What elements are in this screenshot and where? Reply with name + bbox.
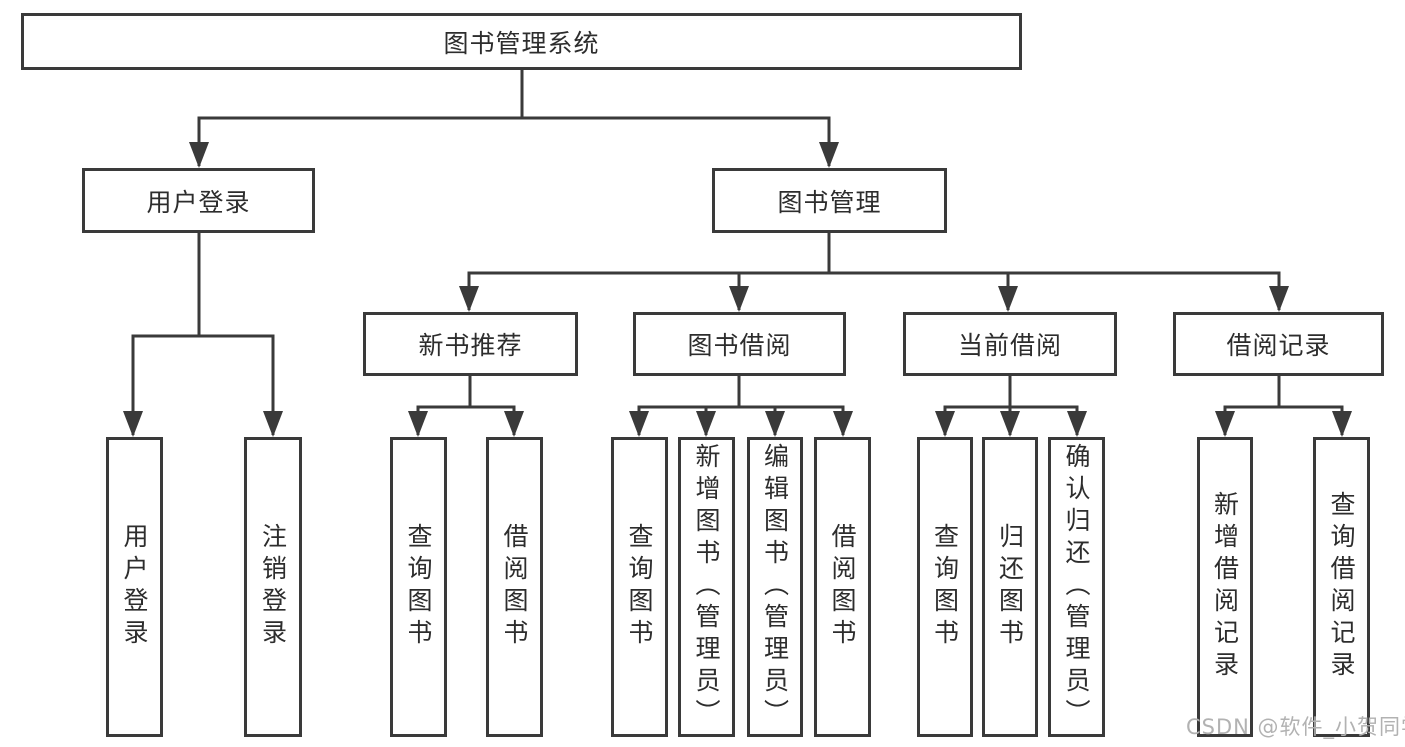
node-book-borrowing: 图书借阅 (633, 312, 846, 376)
watermark: CSDN @软件_小贺同学 (1186, 715, 1405, 739)
leaf-user-login: 用户登录 (106, 437, 163, 737)
node-root: 图书管理系统 (21, 13, 1022, 70)
node-new-book-recommend: 新书推荐 (363, 312, 578, 376)
leaf-edit-books-admin: 编辑图书（管理员） (747, 437, 803, 737)
leaf-borrow-books-recommend: 借阅图书 (486, 437, 543, 737)
leaf-add-books-admin: 新增图书（管理员） (678, 437, 735, 737)
leaf-borrow-books-borrowing: 借阅图书 (814, 437, 871, 737)
node-book-management: 图书管理 (712, 168, 947, 233)
node-current-borrowing: 当前借阅 (903, 312, 1117, 376)
leaf-logout: 注销登录 (244, 437, 302, 737)
leaf-confirm-return-admin: 确认归还（管理员） (1048, 437, 1105, 737)
node-borrowing-records: 借阅记录 (1173, 312, 1384, 376)
leaf-add-borrow-record: 新增借阅记录 (1197, 437, 1253, 737)
leaf-query-books-borrowing: 查询图书 (611, 437, 668, 737)
leaf-query-books-current: 查询图书 (917, 437, 973, 737)
leaf-query-borrow-record: 查询借阅记录 (1313, 437, 1370, 737)
leaf-query-books-recommend: 查询图书 (390, 437, 447, 737)
leaf-return-books: 归还图书 (982, 437, 1038, 737)
node-user-login-branch: 用户登录 (82, 168, 315, 233)
